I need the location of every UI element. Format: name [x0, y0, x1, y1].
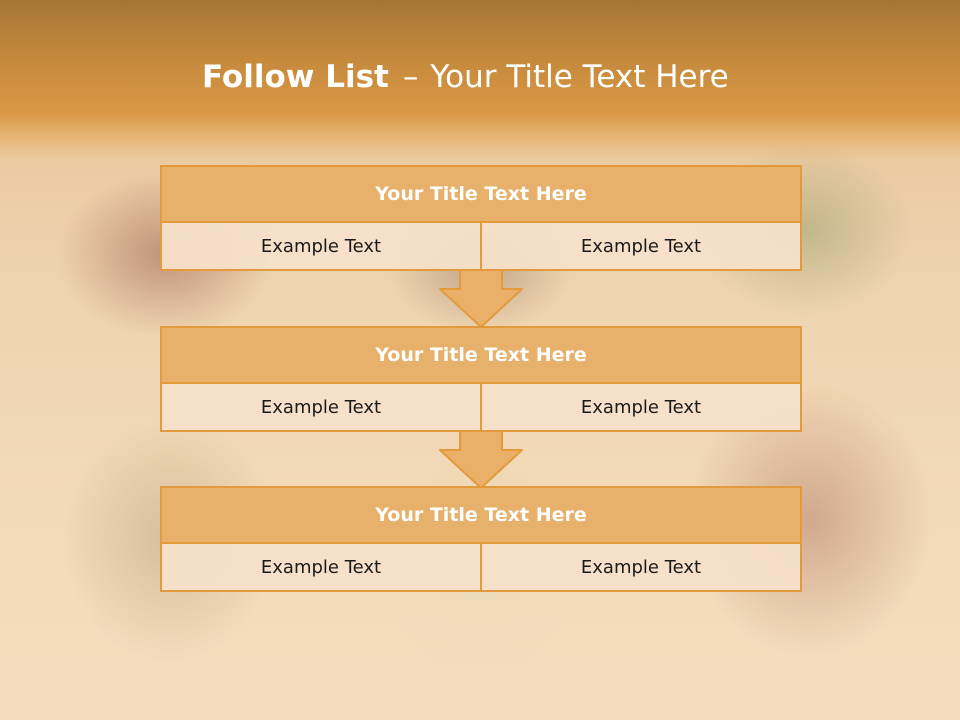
slide-title: Follow List–Your Title Text Here — [202, 52, 902, 102]
flow-box-right-cell: Example Text — [480, 221, 802, 271]
flow-box-left-cell: Example Text — [160, 542, 482, 592]
flow-box-left-cell: Example Text — [160, 221, 482, 271]
flow-box-right-cell: Example Text — [480, 382, 802, 432]
flow-box-title: Your Title Text Here — [160, 165, 802, 223]
down-arrow-icon — [439, 430, 523, 489]
flow-box-1: Your Title Text Here Example Text Exampl… — [160, 165, 802, 271]
header-band — [0, 0, 960, 160]
flow-box-title: Your Title Text Here — [160, 486, 802, 544]
slide-title-bold: Follow List — [202, 59, 389, 95]
flow-box-3: Your Title Text Here Example Text Exampl… — [160, 486, 802, 592]
slide-title-rest: Your Title Text Here — [430, 59, 729, 95]
flow-box-right-cell: Example Text — [480, 542, 802, 592]
down-arrow-icon — [439, 269, 523, 328]
slide-title-separator: – — [402, 59, 419, 95]
flow-box-left-cell: Example Text — [160, 382, 482, 432]
flow-box-2: Your Title Text Here Example Text Exampl… — [160, 326, 802, 432]
flow-box-title: Your Title Text Here — [160, 326, 802, 384]
